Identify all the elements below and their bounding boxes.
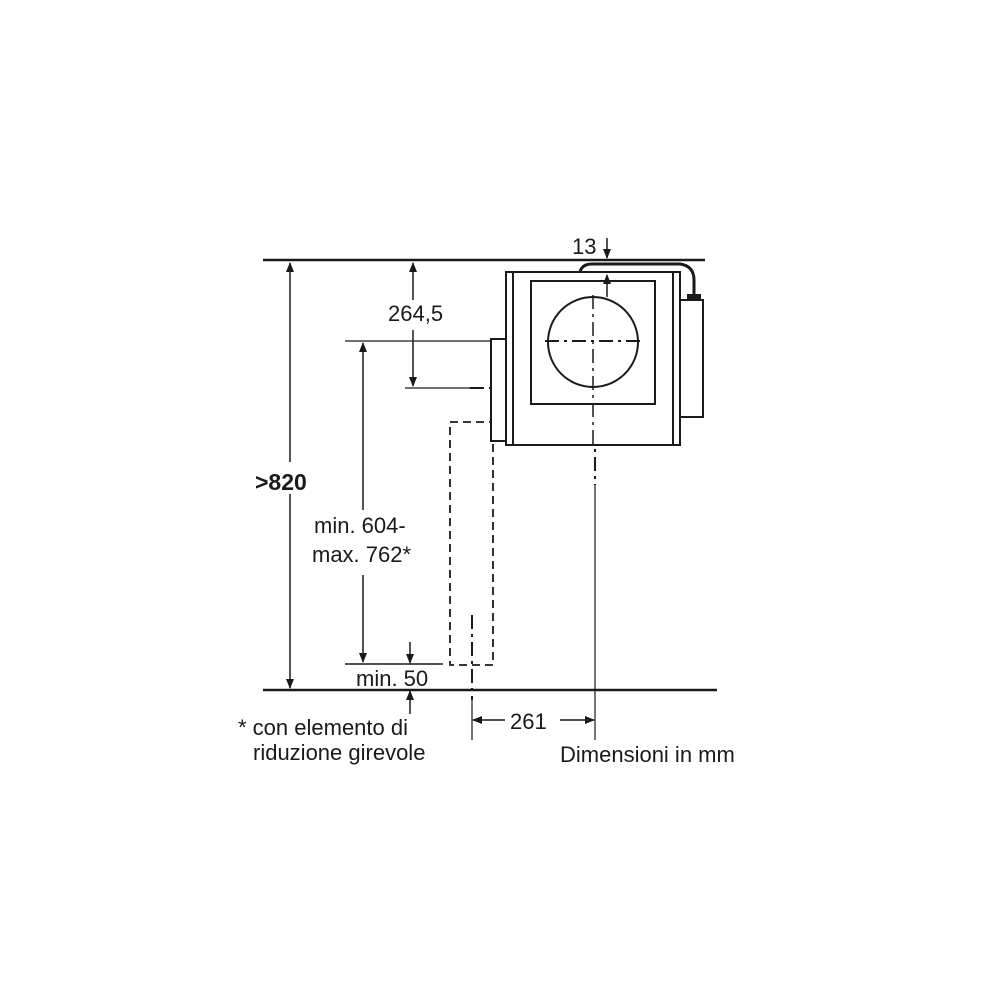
power-cable [578,262,696,295]
fan-unit [490,262,704,446]
top-gap-label: 13 [572,234,596,259]
cable-connector [687,294,701,301]
outlet-height-label: 264,5 [388,301,443,326]
range-label-min: min. 604- [314,513,406,538]
outlet-collar [490,338,508,442]
motor-box [679,299,704,418]
total-height-label: >820 [255,469,307,495]
offset-label: 261 [510,709,547,734]
left-flange [505,271,514,446]
range-label-max: max. 762* [312,542,411,567]
footnote-line-1: * con elemento di [238,715,408,740]
footnote-line-2: riduzione girevole [253,740,425,765]
units-note: Dimensioni in mm [560,742,735,767]
right-flange [672,271,681,446]
min-clearance-label: min. 50 [356,666,428,691]
label-background [250,462,330,494]
